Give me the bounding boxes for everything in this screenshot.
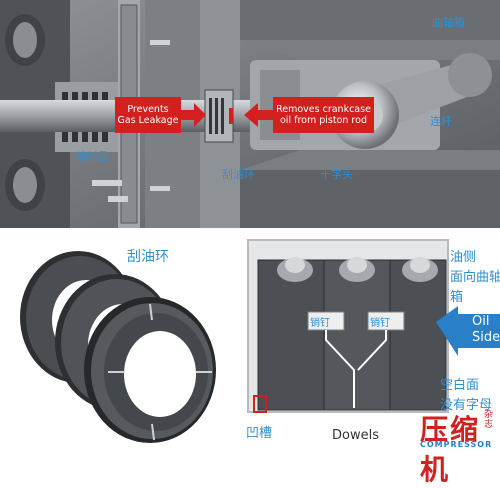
compressor-cutaway-graphic xyxy=(0,0,500,228)
oil-side-label: Oil Side xyxy=(472,314,500,346)
watermark-en: COMPRESSOR xyxy=(420,440,493,449)
oil-side-cn-line-1: 油侧 xyxy=(450,250,477,265)
cross-section-illustration: Prevents Gas Leakage Removes crankcase o… xyxy=(0,0,500,228)
removes-crankcase-oil-callout: Removes crankcase oil from piston rod xyxy=(273,97,374,133)
watermark-small-1: 杂 xyxy=(484,410,494,420)
prevents-gas-leakage-callout: Prevents Gas Leakage xyxy=(115,97,181,133)
arrow-right-icon xyxy=(180,103,206,127)
oil-side-arrow xyxy=(436,306,500,356)
blank-face-cn-note: 空白面 没有字母 xyxy=(440,376,492,416)
wiper-ring-title: 刮油环 xyxy=(127,249,169,265)
dowels-label: Dowels xyxy=(332,428,379,443)
pin-label-left: 销钉 xyxy=(310,318,330,329)
oil-side-line-2: Side xyxy=(472,330,500,345)
blank-face-cn-line-2: 没有字母 xyxy=(440,398,493,413)
blank-face-cn-line-1: 空白面 xyxy=(440,378,480,393)
oil-side-cn-line-3: 箱 xyxy=(450,290,464,305)
arrow-left-icon xyxy=(244,103,274,127)
packing-cup-panel: 销钉 销钉 Oil Side 油侧 面向曲轴 箱 空白面 没有字母 凹槽 Dow… xyxy=(240,238,500,486)
pin-label-right: 销钉 xyxy=(370,318,390,329)
removes-crankcase-oil-text: Removes crankcase oil from piston rod xyxy=(276,104,371,126)
oil-side-cn-note: 油侧 面向曲轴 箱 xyxy=(450,248,500,308)
oil-side-line-1: Oil xyxy=(472,314,490,329)
groove-label: 凹槽 xyxy=(246,426,273,441)
crosshead-label: 十字头 xyxy=(320,168,353,181)
connecting-rod-label: 连杆 xyxy=(430,115,452,128)
watermark-small-2: 志 xyxy=(484,420,494,430)
dowel-left xyxy=(277,257,313,282)
prevents-gas-leakage-text: Prevents Gas Leakage xyxy=(117,104,179,126)
packing-cup-diagram xyxy=(247,239,500,413)
dowel-middle xyxy=(339,257,375,282)
wiper-ring-front xyxy=(84,297,216,443)
wiper-ring-label: 刮油环 xyxy=(222,168,255,181)
dowel-right xyxy=(402,257,438,282)
packing-label: 填料函 xyxy=(76,150,109,163)
watermark-small: 杂 志 xyxy=(484,410,493,430)
oil-side-cn-line-2: 面向曲轴 xyxy=(450,270,500,285)
crankcase-label: 曲轴箱 xyxy=(432,16,465,29)
oil-wiper-rings-illustration xyxy=(20,251,216,443)
compressor-watermark: 压缩机 杂 志 COMPRESSOR xyxy=(420,408,500,486)
groove-marker xyxy=(253,395,267,413)
